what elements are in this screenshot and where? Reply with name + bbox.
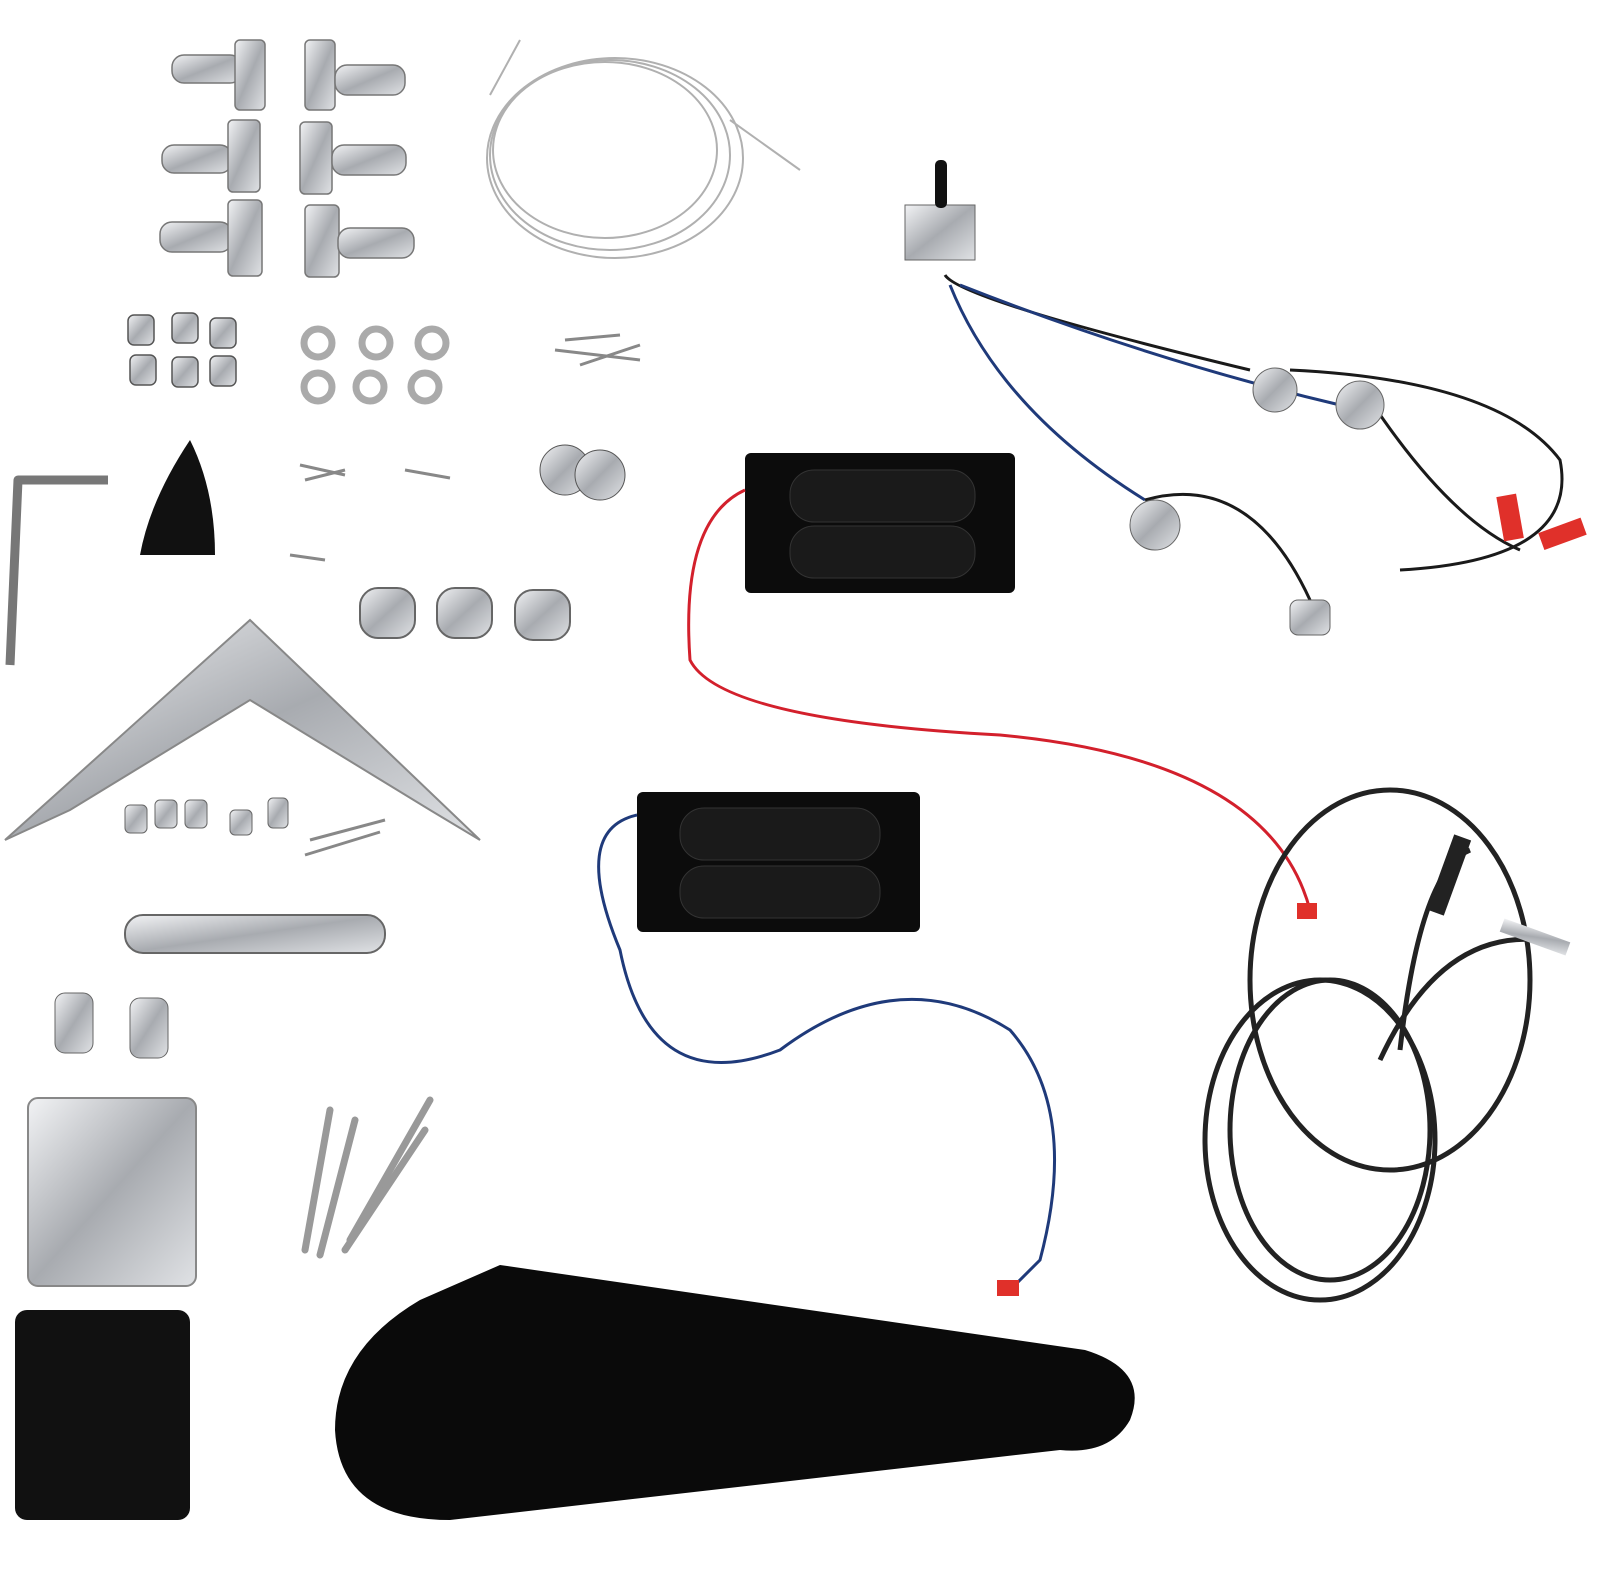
- ferrules: [124, 797, 289, 836]
- bridge-posts: [54, 992, 169, 1059]
- humbucker-pickup-neck: [745, 453, 1015, 593]
- cable-plugs: [1426, 834, 1571, 956]
- humbucker-pickup-bridge: [637, 792, 920, 932]
- wood-screws: [301, 1096, 434, 1259]
- guitar-strings: [486, 39, 801, 259]
- tuner: [171, 39, 266, 111]
- connectors: [1496, 493, 1587, 550]
- potentiometers: [1129, 367, 1385, 551]
- toggle-switch-wiring-harness: [904, 160, 1587, 636]
- toggle-switch: [904, 204, 976, 261]
- screws: [289, 333, 641, 857]
- tuner: [304, 39, 406, 111]
- tuner: [299, 121, 407, 195]
- truss-rod-cover: [140, 440, 215, 555]
- neck-plate-gasket: [15, 1310, 190, 1520]
- v-tailpiece-plate: [4, 618, 481, 841]
- strap-buttons: [539, 444, 626, 501]
- tuner: [161, 119, 261, 193]
- tuning-machines: [159, 39, 415, 278]
- control-knobs: [359, 587, 571, 641]
- red-connector: [1297, 903, 1317, 919]
- tuner: [304, 204, 415, 278]
- red-connector: [997, 1280, 1019, 1296]
- tuner: [159, 199, 263, 277]
- red-wire: [687, 488, 1312, 911]
- neck-plate: [27, 1097, 197, 1287]
- allen-key: [5, 475, 108, 666]
- tune-o-matic-bridge: [124, 914, 386, 954]
- bushings: [127, 312, 237, 388]
- blue-wire: [597, 813, 1057, 1292]
- output-jack: [1289, 599, 1331, 636]
- pickguard: [335, 1265, 1135, 1520]
- washers: [300, 325, 450, 405]
- instrument-cable: [1202, 787, 1541, 1303]
